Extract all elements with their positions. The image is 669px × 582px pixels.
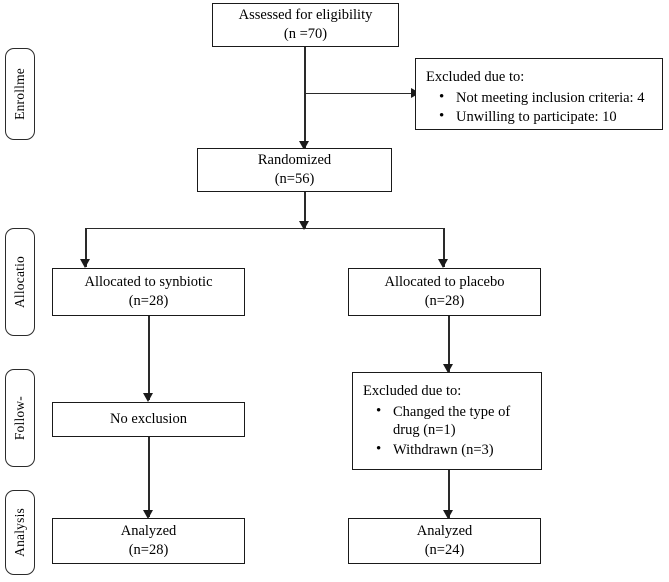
box-assessed-line2: (n =70) [283, 26, 328, 42]
box-assessed-for-eligibility: Assessed for eligibility (n =70) [212, 3, 399, 47]
connector-randomized-down [304, 192, 306, 228]
connector-followup-to-analyzed-left [148, 437, 150, 517]
connector-followup-to-analyzed-right [448, 470, 450, 518]
box-analyzed-placebo-line2: (n=24) [424, 542, 465, 558]
box-analyzed-synbiotic-line2: (n=28) [128, 542, 169, 558]
arrowhead-followup-to-analyzed-left [143, 510, 153, 519]
list-item: Withdrawn (n=3) [376, 440, 535, 460]
box-excluded-enrollment: Excluded due to: Not meeting inclusion c… [415, 58, 663, 130]
list-item: Not meeting inclusion criteria: 4 [439, 88, 644, 108]
box-allocated-placebo-line1: Allocated to placebo [384, 274, 505, 291]
connector-synbiotic-to-followup [148, 316, 150, 400]
phase-label-followup-text: Follow- [12, 395, 27, 441]
phase-label-enrollment: Enrollme [5, 48, 35, 140]
arrowhead-placebo-to-followup [443, 364, 453, 373]
box-analyzed-synbiotic-line1: Analyzed [120, 523, 177, 540]
list-item: Changed the type of drug (n=1) [376, 402, 535, 440]
box-randomized-line2: (n=56) [274, 171, 315, 187]
phase-label-analysis-text: Analysis [12, 508, 27, 557]
phase-label-allocation: Allocatio [5, 228, 35, 336]
box-followup-excluded-list: Changed the type of drug (n=1) Withdrawn… [363, 402, 535, 461]
connector-placebo-to-followup [448, 316, 450, 372]
list-item: Unwilling to participate: 10 [439, 107, 644, 127]
box-allocated-synbiotic: Allocated to synbiotic (n=28) [52, 268, 245, 316]
box-followup-excluded-heading: Excluded due to: [363, 383, 462, 399]
box-excluded-enrollment-list: Not meeting inclusion criteria: 4 Unwill… [426, 88, 644, 128]
box-followup-excluded: Excluded due to: Changed the type of dru… [352, 372, 542, 470]
phase-label-allocation-text: Allocatio [12, 255, 27, 309]
connector-split-to-synbiotic [85, 228, 87, 267]
connector-assessed-to-randomized [304, 46, 306, 150]
connector-allocation-split-bar [85, 228, 444, 230]
arrowhead-randomized-split [299, 221, 309, 230]
arrowhead-followup-to-analyzed-right [443, 510, 453, 519]
box-allocated-placebo: Allocated to placebo (n=28) [348, 268, 541, 316]
box-followup-no-exclusion-line1: No exclusion [110, 411, 187, 428]
box-assessed-line1: Assessed for eligibility [238, 7, 373, 24]
box-followup-no-exclusion: No exclusion [52, 402, 245, 437]
box-analyzed-synbiotic: Analyzed (n=28) [52, 518, 245, 564]
arrowhead-assessed-to-randomized [299, 141, 309, 150]
arrowhead-split-to-synbiotic [80, 259, 90, 268]
connector-assessed-to-excluded [304, 93, 415, 95]
phase-label-analysis: Analysis [5, 490, 35, 575]
arrowhead-synbiotic-to-followup [143, 393, 153, 402]
box-allocated-synbiotic-line1: Allocated to synbiotic [84, 274, 213, 291]
arrowhead-split-to-placebo [438, 259, 448, 268]
phase-label-followup: Follow- [5, 369, 35, 467]
box-allocated-synbiotic-line2: (n=28) [128, 293, 169, 309]
box-analyzed-placebo: Analyzed (n=24) [348, 518, 541, 564]
box-analyzed-placebo-line1: Analyzed [416, 523, 473, 540]
connector-split-to-placebo [443, 228, 445, 267]
box-randomized-line1: Randomized [257, 152, 332, 169]
box-allocated-placebo-line2: (n=28) [424, 293, 465, 309]
box-excluded-enrollment-heading: Excluded due to: [426, 69, 525, 85]
phase-label-enrollment-text: Enrollme [12, 68, 27, 120]
box-randomized: Randomized (n=56) [197, 148, 392, 192]
